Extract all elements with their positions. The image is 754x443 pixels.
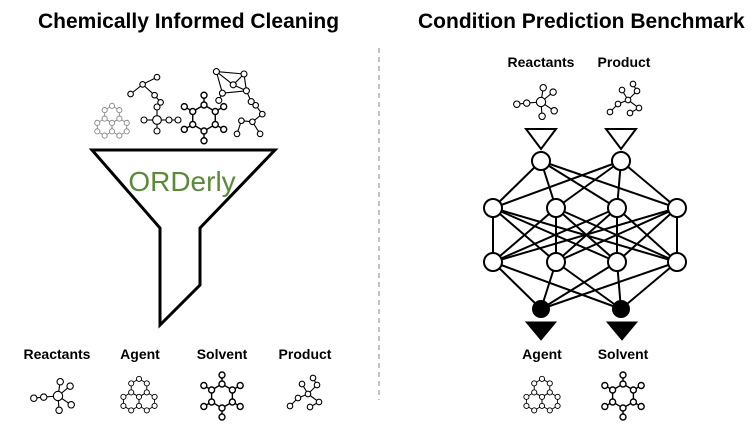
right-output-label-agent: Agent — [522, 346, 562, 362]
input-arrow-reactants — [526, 129, 556, 149]
output-arrow-solvent — [607, 322, 637, 340]
funnel-label: ORDerly — [128, 166, 235, 198]
neural-network — [484, 152, 686, 317]
left-panel-title: Chemically Informed Cleaning — [38, 10, 339, 34]
network-node — [547, 199, 565, 217]
output-arrow-agent — [526, 322, 556, 340]
right-input-label-reactants: Reactants — [508, 54, 575, 70]
network-node — [532, 152, 550, 170]
right-input-label-product: Product — [598, 54, 651, 70]
input-molecule-fused-rings — [95, 103, 130, 138]
left-output-molecule-solvent — [201, 372, 243, 420]
network-output-node — [613, 301, 629, 317]
right-output-label-solvent: Solvent — [598, 346, 649, 362]
network-node — [668, 253, 686, 271]
network-edge — [621, 262, 677, 309]
network-node — [547, 253, 565, 271]
right-input-molecule-product — [607, 81, 642, 116]
network-node — [484, 199, 502, 217]
input-molecule-top-right — [213, 69, 254, 105]
network-node — [608, 253, 626, 271]
network-edge — [621, 161, 677, 208]
network-node — [668, 199, 686, 217]
left-output-label-agent: Agent — [120, 346, 160, 362]
network-node — [484, 253, 502, 271]
left-output-molecule-product — [287, 375, 322, 410]
input-molecule-chain — [234, 103, 265, 137]
right-output-molecule-agent — [524, 376, 560, 413]
left-output-molecule-reactants — [31, 379, 75, 414]
network-node — [608, 199, 626, 217]
network-edge — [493, 262, 541, 309]
left-output-label-product: Product — [279, 346, 332, 362]
input-molecule-top-left — [128, 74, 164, 105]
network-output-node — [533, 301, 549, 317]
left-output-label-solvent: Solvent — [197, 346, 248, 362]
right-output-molecule-solvent — [602, 372, 644, 420]
network-edge — [493, 161, 541, 208]
right-input-molecule-reactants — [514, 85, 558, 120]
input-molecule-branched-small — [141, 104, 181, 134]
left-output-molecule-agent — [121, 376, 157, 413]
left-output-label-reactants: Reactants — [24, 346, 91, 362]
network-node — [612, 152, 630, 170]
input-arrow-product — [606, 129, 636, 149]
right-panel-title: Condition Prediction Benchmark — [418, 10, 745, 34]
